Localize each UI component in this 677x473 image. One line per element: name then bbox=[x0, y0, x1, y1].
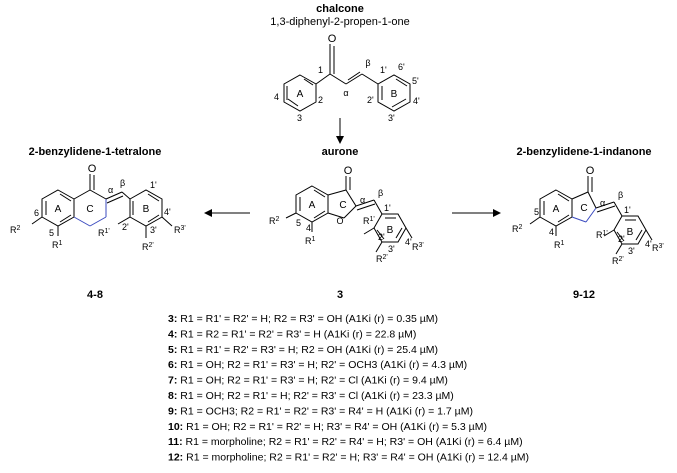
chalcone-num-6p: 6' bbox=[398, 62, 405, 72]
aurone-ringB-label: B bbox=[387, 225, 394, 236]
chalcone-num-5p: 5' bbox=[412, 76, 419, 86]
aurone-block: aurone bbox=[269, 146, 424, 301]
indanone-title: 2-benzylidene-1-indanone bbox=[516, 146, 651, 158]
chalcone-num-2: 2 bbox=[318, 95, 323, 105]
indanone-R3p: R3' bbox=[652, 243, 664, 253]
chalcone-num-4p: 4' bbox=[413, 96, 420, 106]
chalcone-num-1: 1 bbox=[318, 65, 323, 75]
indanone-R2: R2 bbox=[512, 224, 523, 234]
indanone-num-1p: 1' bbox=[624, 205, 631, 215]
aurone-structure bbox=[285, 176, 413, 253]
legend-row-7: 7: R1 = OH; R2 = R1' = R3' = H; R2' = Cl… bbox=[168, 375, 448, 387]
legend-row-10: 10: R1 = OH; R2 = R1' = R2' = H; R3' = R… bbox=[168, 421, 487, 433]
chalcone-beta: β bbox=[365, 58, 370, 68]
aurone-title: aurone bbox=[322, 146, 359, 158]
tetralone-num-2p: 2' bbox=[122, 222, 129, 232]
legend-row-5: 5: R1 = R1' = R2' = R3' = H; R2 = OH (A1… bbox=[168, 344, 438, 356]
tetralone-O: O bbox=[88, 163, 97, 175]
tetralone-id: 4-8 bbox=[87, 289, 103, 301]
legend-row-4: 4: R1 = R2 = R1' = R2' = R3' = H (A1Ki (… bbox=[168, 328, 416, 340]
indanone-id: 9-12 bbox=[573, 289, 595, 301]
indanone-beta: β bbox=[618, 190, 623, 200]
indanone-R1p: R1' bbox=[596, 230, 608, 240]
indanone-num-4p: 4' bbox=[645, 239, 652, 249]
aurone-O-carbonyl: O bbox=[344, 165, 353, 177]
tetralone-beta: β bbox=[120, 178, 125, 188]
aurone-num-5: 5 bbox=[296, 218, 301, 228]
legend-row-3: 3: R1 = R1' = R2' = H; R2 = R3' = OH (A1… bbox=[168, 313, 438, 325]
aurone-ringC-label: C bbox=[339, 200, 346, 211]
chalcone-title: chalcone bbox=[316, 3, 364, 15]
tetralone-R2p: R2' bbox=[142, 242, 154, 252]
legend-row-12: 12: R1 = morpholine; R2 = R1' = R2' = H;… bbox=[168, 452, 529, 464]
indanone-ringC-label: C bbox=[580, 203, 587, 214]
aurone-id: 3 bbox=[337, 289, 343, 301]
legend-row-8: 8: R1 = OH; R2 = R1' = H; R2' = R3' = Cl… bbox=[168, 390, 454, 402]
chalcone-structure bbox=[283, 44, 411, 112]
tetralone-block: 2-benzylidene-1-tetralone bbox=[10, 146, 186, 301]
indanone-num-3p: 3' bbox=[628, 246, 635, 256]
tetralone-num-3p: 3' bbox=[150, 225, 157, 235]
aurone-R2p: R2' bbox=[376, 254, 388, 264]
chalcone-num-4: 4 bbox=[274, 92, 279, 102]
tetralone-R2: R2 bbox=[10, 225, 21, 235]
chalcone-num-3: 3 bbox=[297, 113, 302, 123]
tetralone-num-4p: 4' bbox=[164, 207, 171, 217]
indanone-ringB-label: B bbox=[627, 227, 634, 238]
aurone-R1: R1 bbox=[305, 236, 316, 246]
aurone-R1p: R1' bbox=[363, 216, 375, 226]
aurone-R2: R2 bbox=[269, 216, 280, 226]
legend-row-9: 9: R1 = OCH3; R2 = R1' = R2' = R3' = R4'… bbox=[168, 405, 473, 417]
tetralone-ringC-label: C bbox=[86, 204, 93, 215]
legend-row-11: 11: R1 = morpholine; R2 = R1' = R2' = R4… bbox=[168, 436, 523, 448]
aurone-R3p: R3' bbox=[412, 242, 424, 252]
tetralone-ringA-label: A bbox=[55, 204, 62, 215]
chalcone-num-1p: 1' bbox=[380, 65, 387, 75]
tetralone-R1p: R1' bbox=[98, 228, 110, 238]
indanone-alpha: α bbox=[600, 198, 605, 208]
legend-row-6: 6: R1 = OH; R2 = R1' = R3' = H; R2' = OC… bbox=[168, 359, 467, 371]
aurone-O-ring: O bbox=[336, 216, 343, 226]
aurone-num-4p: 4' bbox=[405, 237, 412, 247]
aurone-num-2p: 2' bbox=[378, 232, 385, 242]
aurone-num-3p: 3' bbox=[388, 244, 395, 254]
tetralone-structure bbox=[31, 174, 173, 238]
aurone-alpha: α bbox=[360, 195, 365, 205]
indanone-num-4: 4 bbox=[549, 227, 554, 237]
indanone-R2p: R2' bbox=[612, 256, 624, 266]
tetralone-num-1p: 1' bbox=[150, 180, 157, 190]
indanone-block: 2-benzylidene-1-indanone bbox=[512, 146, 664, 301]
indanone-num-5: 5 bbox=[534, 207, 539, 217]
tetralone-ringB-label: B bbox=[143, 204, 150, 215]
tetralone-num-6: 6 bbox=[34, 208, 39, 218]
indanone-O: O bbox=[586, 165, 595, 177]
indanone-num-2p: 2' bbox=[618, 234, 625, 244]
compound-legend: 3: R1 = R1' = R2' = H; R2 = R3' = OH (A1… bbox=[168, 313, 529, 464]
tetralone-num-5: 5 bbox=[49, 228, 54, 238]
indanone-R1: R1 bbox=[554, 240, 565, 250]
tetralone-R3p: R3' bbox=[174, 225, 186, 235]
indanone-structure bbox=[529, 176, 653, 255]
aurone-beta: β bbox=[378, 188, 383, 198]
chalcone-ringB-label: B bbox=[391, 89, 398, 100]
chalcone-alpha: α bbox=[343, 88, 348, 98]
chalcone-num-2p: 2' bbox=[367, 95, 374, 105]
aurone-ringA-label: A bbox=[309, 200, 316, 211]
chalcone-subtitle: 1,3-diphenyl-2-propen-1-one bbox=[270, 16, 409, 28]
indanone-ringA-label: A bbox=[553, 204, 560, 215]
aurone-num-4: 4 bbox=[306, 223, 311, 233]
aurone-num-1p: 1' bbox=[384, 203, 391, 213]
chalcone-ringA-label: A bbox=[297, 89, 304, 100]
chalcone-O: O bbox=[328, 33, 337, 45]
tetralone-R1: R1 bbox=[52, 240, 63, 250]
tetralone-title: 2-benzylidene-1-tetralone bbox=[29, 146, 162, 158]
chalcone-block: chalcone 1,3-diphenyl-2-propen-1-one O A bbox=[270, 3, 420, 123]
chalcone-num-3p: 3' bbox=[388, 113, 395, 123]
tetralone-alpha: α bbox=[108, 185, 113, 195]
